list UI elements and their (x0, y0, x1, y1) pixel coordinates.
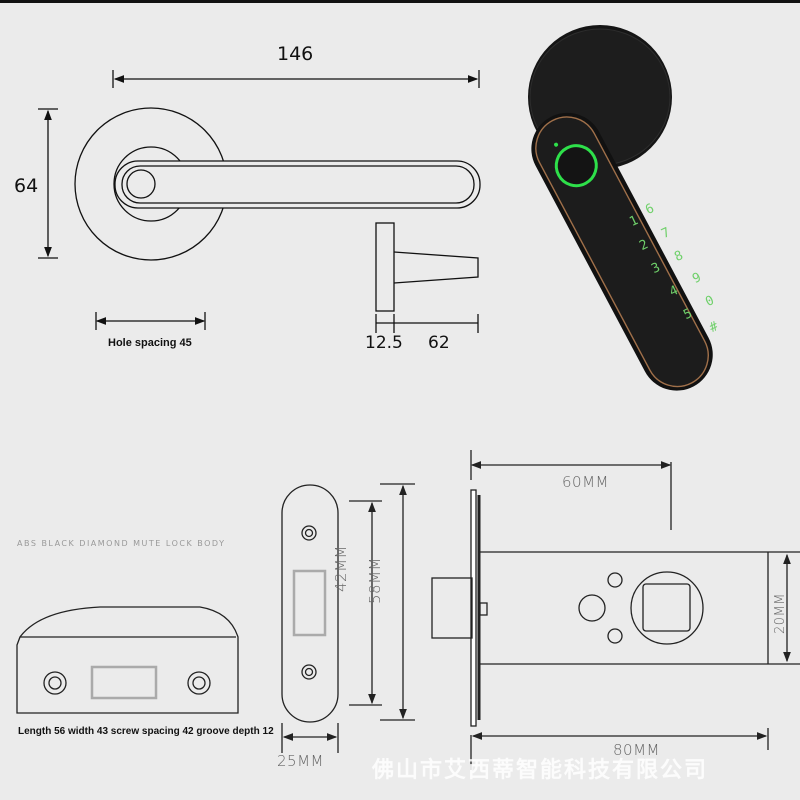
side-depth-label: 62 (428, 333, 450, 353)
strike-width-label: 25MM (277, 752, 324, 770)
hole-spacing-label: Hole spacing 45 (108, 337, 192, 349)
backset-label: 60MM (562, 473, 609, 491)
latch-height-label: 20MM (773, 593, 788, 634)
company-watermark: 佛山市艾西蒂智能科技有限公司 (372, 758, 709, 783)
top-border (0, 0, 800, 3)
height-dimension-label: 64 (14, 175, 39, 197)
strike-inner-height-label: 42MM (332, 545, 350, 592)
latch-length-label: 80MM (613, 741, 660, 759)
lock-body-title: ABS BLACK DIAMOND MUTE LOCK BODY (17, 539, 226, 548)
product-photo (528, 25, 713, 391)
length-dimension-label: 146 (277, 43, 314, 65)
handle-front-view (38, 70, 481, 330)
strike-plate (281, 483, 415, 753)
lock-body-front-view (16, 606, 239, 714)
latch-diagram (431, 450, 800, 770)
side-thickness-label: 12.5 (365, 333, 403, 353)
strike-outer-height-label: 58MM (366, 557, 384, 604)
handle-side-view (375, 222, 479, 333)
lock-body-caption: Length 56 width 43 screw spacing 42 groo… (18, 726, 274, 737)
